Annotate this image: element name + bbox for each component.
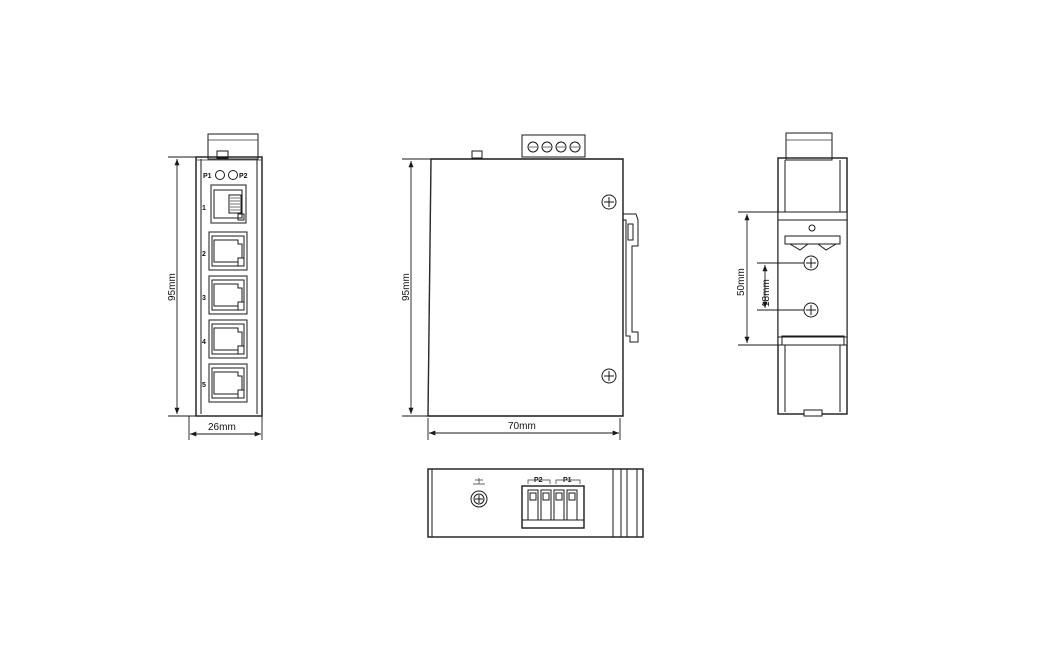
side-height-dimension: 95mm <box>401 158 431 417</box>
port-2 <box>208 231 248 271</box>
port-3 <box>208 275 248 315</box>
front-height-label: 95mm <box>167 273 178 301</box>
port-number-4: 4 <box>202 339 206 346</box>
port-4 <box>208 319 248 359</box>
side-body <box>427 158 624 417</box>
rear-screw-label: 18mm <box>761 279 772 307</box>
front-width-label: 26mm <box>208 422 236 433</box>
led-label-p1: P1 <box>203 173 212 180</box>
top-terminal-block <box>521 485 585 529</box>
port-number-5: 5 <box>202 382 206 389</box>
side-view: 95mm 70mm <box>401 134 639 440</box>
rear-screw-dimension: 18mm <box>757 262 804 311</box>
front-height-dimension: 95mm <box>167 156 196 417</box>
port-number-2: 2 <box>202 251 206 258</box>
top-body <box>427 468 644 538</box>
din-rail-clip <box>623 213 639 343</box>
front-body <box>195 156 263 417</box>
port-number-1: 1 <box>202 205 206 212</box>
top-view: P2 P1 <box>427 468 644 538</box>
rear-screw-bottom <box>803 302 819 318</box>
led-p2 <box>228 170 238 180</box>
rear-rail-label: 50mm <box>736 268 747 296</box>
side-screw-bottom <box>601 368 617 384</box>
rear-din-plate <box>777 211 848 346</box>
port-number-3: 3 <box>202 295 206 302</box>
side-screw-top <box>601 194 617 210</box>
terminal-label-p2: P2 <box>534 477 543 484</box>
side-width-label: 70mm <box>508 421 536 432</box>
side-height-label: 95mm <box>401 273 412 301</box>
front-width-dimension: 26mm <box>188 416 263 440</box>
top-ground-screw <box>470 478 488 508</box>
terminal-label-p1: P1 <box>563 477 572 484</box>
led-label-p2: P2 <box>239 173 248 180</box>
front-terminal-block <box>207 133 259 160</box>
port-5 <box>208 363 248 403</box>
rear-rail-dimension: 50mm <box>736 211 778 346</box>
led-p1 <box>215 170 225 180</box>
port-1 <box>210 184 247 224</box>
side-width-dimension: 70mm <box>427 418 621 440</box>
front-view: P1 P2 <box>167 133 263 440</box>
rear-terminal-block <box>785 132 833 161</box>
side-terminal-block <box>521 134 586 158</box>
rear-screw-top <box>803 255 819 271</box>
rear-view: 50mm 18mm <box>736 132 848 417</box>
